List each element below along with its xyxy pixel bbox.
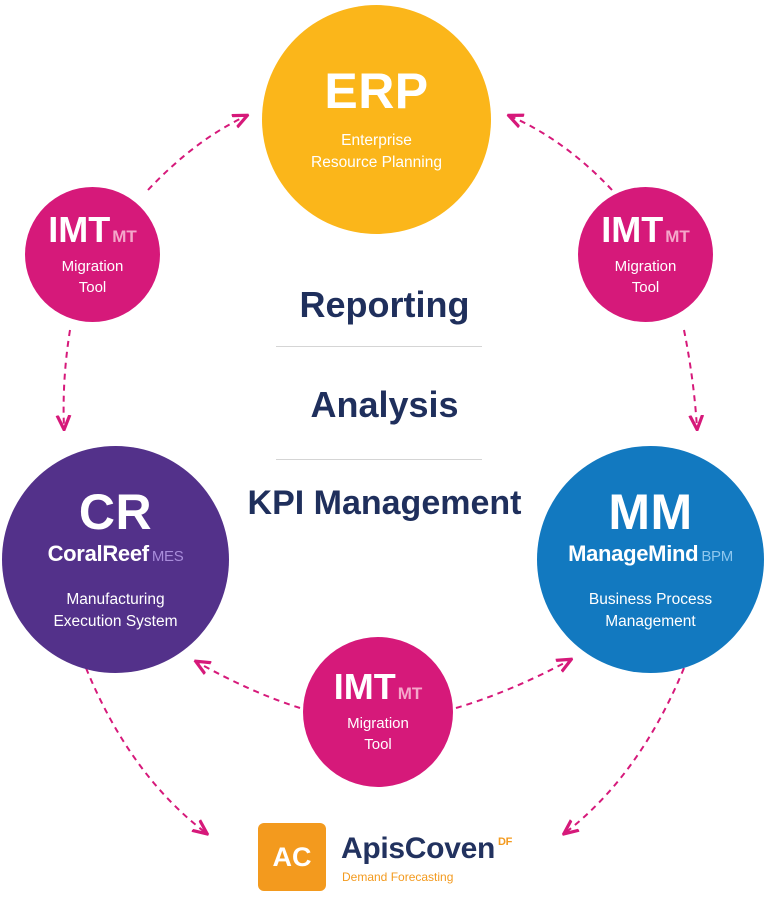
center-divider-2: [276, 459, 482, 460]
imt-left-sub: MT: [112, 226, 137, 246]
apiscoven-subtitle: Demand Forecasting: [342, 870, 454, 884]
arrow-imt-bottom-to-mm: [455, 660, 570, 709]
center-reporting: Reporting: [299, 284, 470, 325]
center-divider-1: [276, 346, 482, 347]
cr-line2: Execution System: [53, 612, 178, 630]
imt-right-line2: Tool: [631, 278, 660, 296]
arrow-imt-left-to-cr: [64, 329, 70, 428]
erp-line2: Resource Planning: [311, 153, 442, 171]
imt-right-sub: MT: [665, 226, 690, 246]
arrow-imt-right-to-erp: [510, 116, 613, 191]
imt-left-line1: Migration: [61, 257, 124, 275]
cr-title: CR: [78, 483, 153, 540]
mm-title: MM: [608, 483, 693, 540]
arrow-imt-left-to-erp: [147, 116, 246, 191]
imt-bottom-sub: MT: [397, 684, 423, 703]
cr-brand-suffix: MES: [151, 547, 184, 565]
erp-node: ERP Enterprise Resource Planning: [262, 5, 491, 234]
mm-brand-suffix: BPM: [701, 547, 733, 565]
imt-right-line1: Migration: [614, 257, 677, 275]
imt-bottom-line1: Migration: [347, 715, 409, 732]
mm-line1: Business Process: [588, 590, 713, 608]
cr-line1: Manufacturing: [66, 590, 165, 608]
apiscoven-suffix: DF: [498, 836, 513, 848]
arrow-cr-to-apiscoven: [85, 667, 206, 833]
mm-line2: Management: [605, 612, 696, 630]
arrow-mm-to-apiscoven: [565, 667, 685, 833]
arrow-imt-right-to-mm: [683, 329, 697, 428]
center-analysis: Analysis: [310, 384, 459, 425]
erp-line1: Enterprise: [341, 131, 412, 149]
imt-bottom-line2: Tool: [364, 736, 392, 753]
imt-left-line2: Tool: [78, 278, 107, 296]
arrow-imt-bottom-to-cr: [197, 662, 301, 709]
apiscoven-logo: AC: [258, 823, 326, 891]
center-kpi-management: KPI Management: [247, 484, 522, 522]
erp-title: ERP: [324, 62, 429, 119]
